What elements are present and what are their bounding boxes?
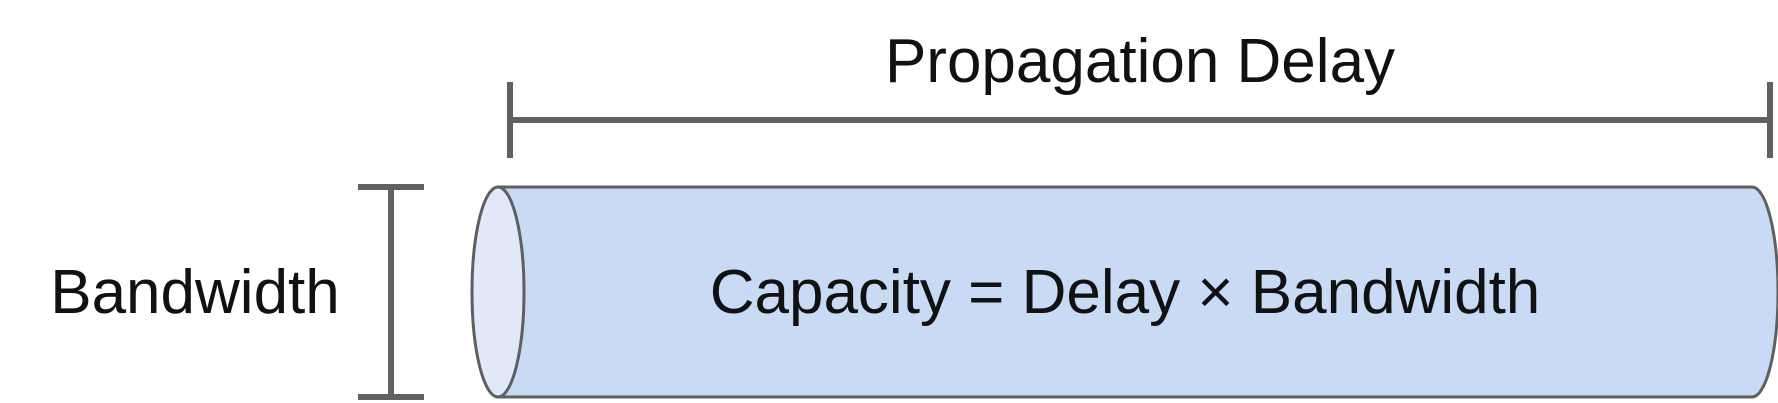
propagation-delay-bracket <box>507 82 1773 158</box>
bandwidth-label: Bandwidth <box>50 258 340 327</box>
bandwidth-bracket <box>358 184 424 400</box>
pipe-opening <box>470 185 526 399</box>
pipe <box>470 185 1778 399</box>
capacity-formula: Capacity = Delay × Bandwidth <box>710 258 1541 327</box>
propagation-delay-label: Propagation Delay <box>885 27 1395 96</box>
